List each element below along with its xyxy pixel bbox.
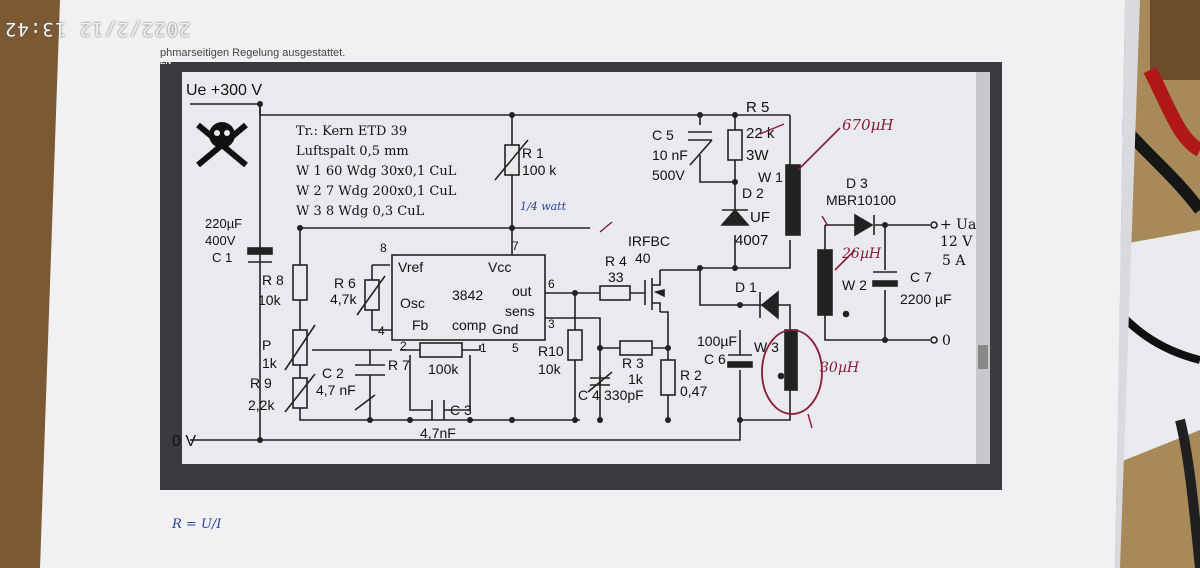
supply-label: Ue +300 V — [186, 82, 262, 99]
output-voltage: 12 V — [940, 234, 973, 250]
pin-6: 6 — [548, 277, 555, 291]
pin-7: 7 — [512, 239, 519, 253]
d3-part: MBR10100 — [826, 192, 896, 208]
note-670uh: 670µH — [842, 116, 894, 134]
r2-value: 0,47 — [680, 383, 707, 399]
c1-voltage: 400V — [205, 233, 236, 248]
ic-name: 3842 — [452, 287, 483, 303]
r10-value: 10k — [538, 361, 562, 377]
r6-value: 4,7k — [330, 291, 357, 307]
c4-value: 330pF — [604, 387, 644, 403]
c6-value: 100µF — [697, 333, 737, 349]
mosfet-value: 40 — [635, 250, 651, 266]
c4-label: C 4 — [578, 387, 600, 403]
pin-1: 1 — [480, 341, 487, 355]
pin-3: 3 — [548, 317, 555, 331]
photo-timestamp: 2022/2/12 13:42 — [4, 18, 191, 40]
d2-type: UF — [750, 209, 770, 226]
note-formula: R = U/I — [171, 517, 222, 532]
ground-label: 0 V — [172, 433, 196, 450]
output-current: 5 A — [942, 253, 966, 269]
note-core: Tr.: Kern ETD 39 — [296, 124, 407, 139]
w2-label: W 2 — [842, 277, 867, 293]
p-label: P — [262, 337, 271, 353]
c5-label: C 5 — [652, 127, 674, 143]
note-w1: W 1 60 Wdg 30x0,1 CuL — [296, 164, 457, 179]
ic-vref: Vref — [398, 259, 423, 275]
r4-value: 33 — [608, 269, 624, 285]
c3-label: C 3 — [450, 402, 472, 418]
r1-label: R 1 — [522, 145, 544, 161]
lang-tag: EN — [160, 57, 171, 66]
ic-out: out — [512, 283, 532, 299]
c2-label: C 2 — [322, 365, 344, 381]
output-zero-label: 0 — [942, 333, 951, 349]
components — [247, 129, 938, 420]
r3-value: 1k — [628, 371, 644, 387]
r5-label: R 5 — [746, 99, 769, 116]
ic-vcc: Vcc — [488, 259, 511, 275]
w1-label: W 1 — [758, 169, 783, 185]
junction-dots — [257, 101, 888, 443]
note-30uh: 30µH — [820, 360, 860, 376]
c7-value: 2200 µF — [900, 291, 952, 307]
d3-label: D 3 — [846, 175, 868, 191]
d2-part: 4007 — [735, 232, 768, 249]
r7-label: R 7 — [388, 357, 410, 373]
handwritten-annotations: 670µH 26µH 30µH 1/4 watt R = U/I — [171, 116, 894, 532]
header-fragment: phmarseitigen Regelung ausgestattet. — [160, 47, 345, 59]
d2-label: D 2 — [742, 185, 764, 201]
r5-power: 3W — [746, 147, 769, 164]
r9-value: 2,2k — [248, 397, 275, 413]
note-26uh: 26µH — [841, 246, 882, 262]
r3-label: R 3 — [622, 355, 644, 371]
mosfet-label: IRFBC — [628, 233, 670, 249]
d1-label: D 1 — [735, 279, 757, 295]
ic-osc: Osc — [400, 295, 425, 311]
note-w3: W 3 8 Wdg 0,3 CuL — [296, 204, 425, 219]
ic-sens: sens — [505, 303, 535, 319]
c5-value: 10 nF — [652, 147, 688, 163]
pin-8: 8 — [380, 241, 387, 255]
w3-label: W 3 — [754, 339, 779, 355]
note-w2: W 2 7 Wdg 200x0,1 CuL — [296, 184, 457, 199]
c2-value: 4,7 nF — [316, 382, 356, 398]
p-value: 1k — [262, 355, 278, 371]
c1-label: C 1 — [212, 250, 232, 265]
c3-value: 4,7nF — [420, 425, 456, 441]
pin-2: 2 — [400, 339, 407, 353]
pin-4: 4 — [378, 324, 385, 338]
c5-voltage: 500V — [652, 167, 685, 183]
r10-label: R10 — [538, 343, 564, 359]
c1-value: 220µF — [205, 216, 242, 231]
ic-comp: comp — [452, 317, 486, 333]
note-r1-watt: 1/4 watt — [520, 200, 567, 213]
r9-label: R 9 — [250, 375, 272, 391]
c7-label: C 7 — [910, 269, 932, 285]
output-plus-label: + Ua — [940, 217, 976, 233]
note-gap: Luftspalt 0,5 mm — [296, 144, 409, 159]
r4-label: R 4 — [605, 253, 627, 269]
r6-label: R 6 — [334, 275, 356, 291]
circuit-wires — [190, 103, 930, 441]
ic-fb: Fb — [412, 317, 429, 333]
skull-warning-icon — [196, 122, 248, 168]
r8-label: R 8 — [262, 272, 284, 288]
r2-label: R 2 — [680, 367, 702, 383]
ic-gnd: Gnd — [492, 321, 518, 337]
r7-value: 100k — [428, 361, 459, 377]
r8-value: 10k — [258, 292, 282, 308]
r1-value: 100 k — [522, 162, 557, 178]
pin-5: 5 — [512, 341, 519, 355]
c6-label: C 6 — [704, 351, 726, 367]
